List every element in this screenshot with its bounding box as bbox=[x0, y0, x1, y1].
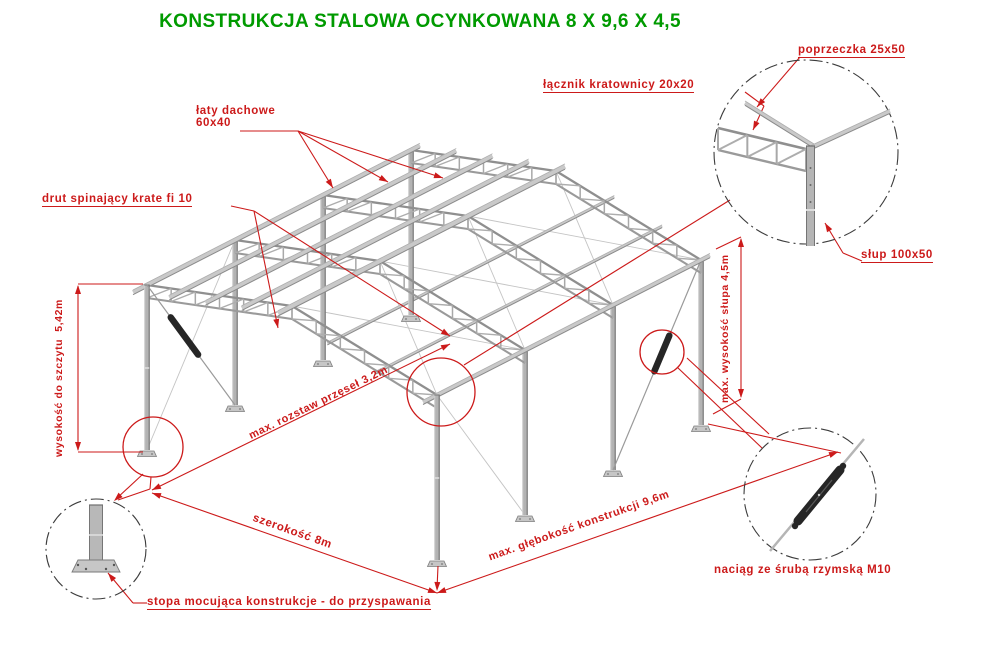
label-truss-connector: łącznik kratownicy 20x20 bbox=[543, 79, 695, 93]
label-roof-battens-name: łaty dachowe bbox=[196, 105, 276, 117]
detail-circle-turnbuckle bbox=[743, 427, 877, 561]
label-bracing-wire: drut spinający krate fi 10 bbox=[42, 193, 193, 207]
label-column: słup 100x50 bbox=[861, 249, 933, 263]
dimension-ridge-height: wysokość do szczytu 5,42m bbox=[53, 299, 65, 457]
label-turnbuckle: naciąg ze śrubą rzymską M10 bbox=[714, 564, 892, 576]
annotation-lines bbox=[75, 56, 863, 604]
label-crossbar: poprzeczka 25x50 bbox=[798, 44, 906, 58]
label-mounting-foot: stopa mocująca konstrukcje - do przyspaw… bbox=[147, 596, 431, 610]
page-title: KONSTRUKCJA STALOWA OCYNKOWANA 8 X 9,6 X… bbox=[159, 11, 681, 32]
steel-structure bbox=[131, 142, 712, 567]
label-roof-battens: łaty dachowe 60x40 bbox=[196, 105, 275, 129]
detail-circle-mounting-foot bbox=[45, 498, 147, 600]
label-roof-battens-size: 60x40 bbox=[196, 117, 231, 129]
detail-circle-corner-joint bbox=[713, 59, 899, 246]
dimension-column-height: max. wysokość słupa 4,5m bbox=[719, 254, 731, 403]
